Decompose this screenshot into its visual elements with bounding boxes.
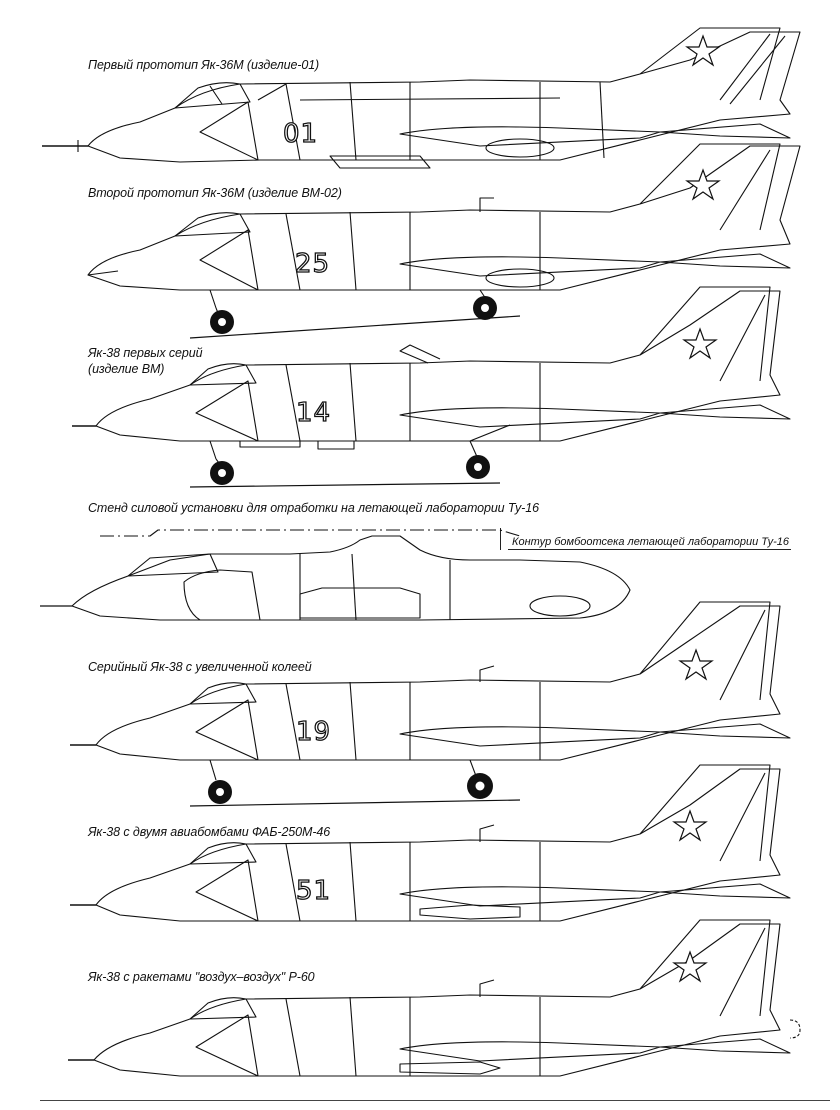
red-star-insignia-icon — [672, 950, 708, 983]
caption-yak38-fab250: Як-38 с двумя авиабомбами ФАБ-250М-46 — [88, 825, 331, 839]
aircraft-drawing-14: 14 — [72, 286, 791, 488]
red-star-insignia-icon — [678, 648, 714, 681]
caption-yak36m-prototype-2: Второй прототип Як-36М (изделие ВМ-02) — [88, 186, 342, 200]
fuselage-number: 25 — [295, 249, 330, 279]
caption-yak36m-prototype-1: Первый прототип Як-36М (изделие-01) — [88, 58, 320, 72]
caption-yak38-early-line2: (изделие ВМ) — [88, 362, 165, 376]
fuselage-number: 51 — [296, 876, 331, 906]
red-star-insignia-icon — [682, 327, 718, 360]
callout-bomb-bay-contour: Контур бомбоотсека летающей лаборатории … — [508, 536, 792, 550]
red-star-insignia-icon — [685, 34, 721, 67]
aircraft-drawing-51: 51 — [70, 764, 791, 922]
caption-yak38-early-line1: Як-38 первых серий — [88, 346, 203, 360]
aircraft-drawing-25: 25 — [87, 143, 801, 339]
caption-yak38-wide-track: Серийный Як-38 с увеличенной колеей — [88, 660, 312, 674]
fuselage-number: 14 — [296, 398, 331, 428]
aircraft-drawing-01: 01 — [42, 27, 801, 169]
aircraft-drawing-19: 19 — [70, 601, 791, 807]
bottom-rule — [40, 1100, 830, 1101]
fuselage-number: 19 — [296, 717, 331, 747]
fuselage-number: 01 — [283, 119, 318, 149]
aircraft-drawing-r60 — [68, 919, 801, 1077]
callout-leader-line — [500, 528, 509, 550]
caption-tu16-test-rig: Стенд силовой установки для отработки на… — [88, 501, 539, 515]
red-star-insignia-icon — [685, 168, 721, 201]
red-star-insignia-icon — [672, 809, 708, 842]
caption-yak38-r60: Як-38 с ракетами "воздух–воздух" Р-60 — [88, 970, 315, 984]
test-rig-drawing — [40, 529, 631, 621]
